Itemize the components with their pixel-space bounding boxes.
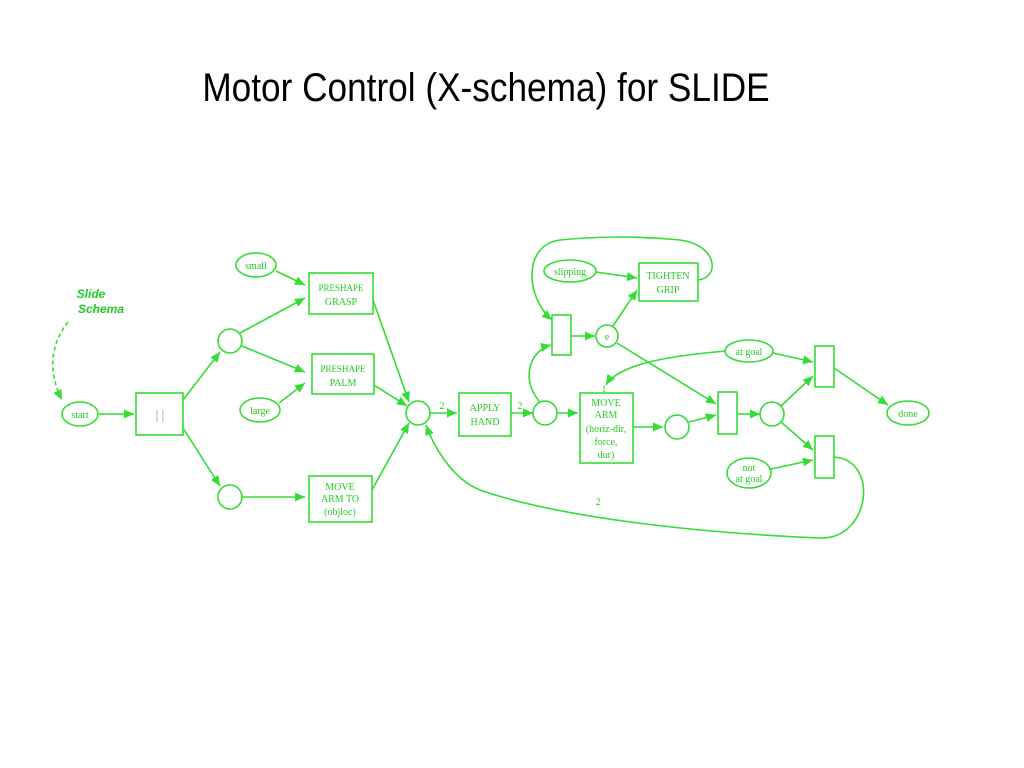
- tighten-grip-label-1: TIGHTEN: [646, 271, 689, 282]
- upper-place: [217, 328, 243, 354]
- slide-schema-label-2: Schema: [78, 302, 124, 316]
- arc-goal-done: [833, 367, 889, 406]
- moved-place: [664, 414, 690, 440]
- page-title: Motor Control (X-schema) for SLIDE: [202, 66, 770, 110]
- fork-label: | |: [156, 407, 164, 422]
- move-arm-transition: [579, 392, 634, 464]
- not-at-goal-place: [726, 457, 772, 489]
- preshape-grasp-label-1: PRESHAPE: [318, 283, 364, 293]
- done-place: [886, 400, 930, 426]
- arc-e-sync: [616, 342, 717, 405]
- preshape-grasp-label-2: GRASP: [325, 297, 358, 308]
- move-arm-label-2: ARM: [595, 410, 618, 421]
- slipping-place: [543, 259, 597, 283]
- lower-place: [217, 484, 243, 510]
- preshape-palm-label-2: PALM: [330, 378, 357, 389]
- large-label: large: [250, 406, 270, 417]
- e-label: e: [605, 332, 610, 343]
- arc-small-grasp: [275, 270, 306, 286]
- large-place: [239, 397, 281, 423]
- move-arm-to-label-2: ARM TO: [321, 494, 359, 505]
- tighten-grip-transition: [638, 262, 699, 302]
- slide-schema-label-1: Slide: [77, 287, 106, 301]
- apply-hand-transition: [458, 392, 512, 437]
- not-at-goal-label-1: not: [743, 463, 756, 474]
- arc-notgoal-trans: [770, 457, 814, 470]
- decision-place: [759, 401, 785, 427]
- move-arm-label-4: force,: [594, 437, 617, 448]
- start-label: start: [71, 410, 88, 421]
- arc-palm-join: [373, 384, 408, 407]
- arc-place-monitor: [528, 342, 552, 403]
- preshape-grasp-transition: [308, 272, 374, 315]
- arc-notgoal-loop: [425, 424, 865, 539]
- not-goal-transition: [814, 435, 835, 479]
- fork-transition: [135, 392, 184, 436]
- slipping-label: slipping: [554, 267, 586, 278]
- weight-2-b: 2: [518, 401, 523, 412]
- move-arm-to-transition: [308, 475, 373, 523]
- arc-decide-goal: [780, 375, 814, 407]
- arc-grasp-join: [372, 299, 410, 403]
- slide-schema-dashed-arrow: [52, 321, 69, 401]
- goal-transition: [814, 345, 835, 388]
- move-arm-label-5: dur): [598, 450, 615, 461]
- arc-movearmto-join: [371, 422, 410, 491]
- move-arm-label-1: MOVE: [591, 398, 620, 409]
- arc-atgoal-movearm: [605, 350, 727, 386]
- preshape-palm-label-1: PRESHAPE: [320, 364, 366, 374]
- arc-slipping-tighten: [595, 271, 638, 281]
- arc-fork-upper: [182, 351, 221, 401]
- at-goal-label: at goal: [736, 347, 763, 358]
- weight-2-a: 2: [440, 401, 445, 412]
- e-place: [595, 324, 619, 348]
- move-arm-to-label-3: (objloc): [324, 507, 356, 518]
- arc-decide-notgoal: [780, 421, 814, 451]
- hand-applied-place: [532, 400, 558, 426]
- apply-hand-label-1: APPLY: [470, 403, 501, 414]
- arc-tighten-loop: [531, 236, 713, 321]
- move-arm-label-3: (horiz-dir,: [586, 424, 626, 435]
- small-label: small: [245, 261, 267, 272]
- arc-upper-grasp: [239, 297, 306, 334]
- join-place: [405, 400, 431, 426]
- not-at-goal-label-2: at goal: [736, 474, 763, 485]
- tighten-grip-label-2: GRIP: [657, 285, 680, 296]
- small-place: [235, 252, 277, 278]
- arc-e-tighten: [612, 289, 638, 327]
- move-arm-to-label-1: MOVE: [325, 482, 354, 493]
- arc-upper-palm: [241, 345, 306, 373]
- monitor-transition: [551, 314, 572, 356]
- start-place: [61, 401, 99, 427]
- sync-transition: [717, 391, 738, 435]
- apply-hand-label-2: HAND: [471, 417, 500, 428]
- arc-moved-sync: [688, 413, 717, 423]
- arc-large-palm: [278, 382, 306, 404]
- preshape-palm-transition: [311, 353, 375, 395]
- done-label: done: [898, 409, 918, 420]
- weight-1: 1: [602, 384, 607, 394]
- arc-fork-lower: [182, 427, 221, 487]
- arc-atgoal-done-trans: [772, 352, 814, 365]
- weight-2-c: 2: [596, 497, 601, 508]
